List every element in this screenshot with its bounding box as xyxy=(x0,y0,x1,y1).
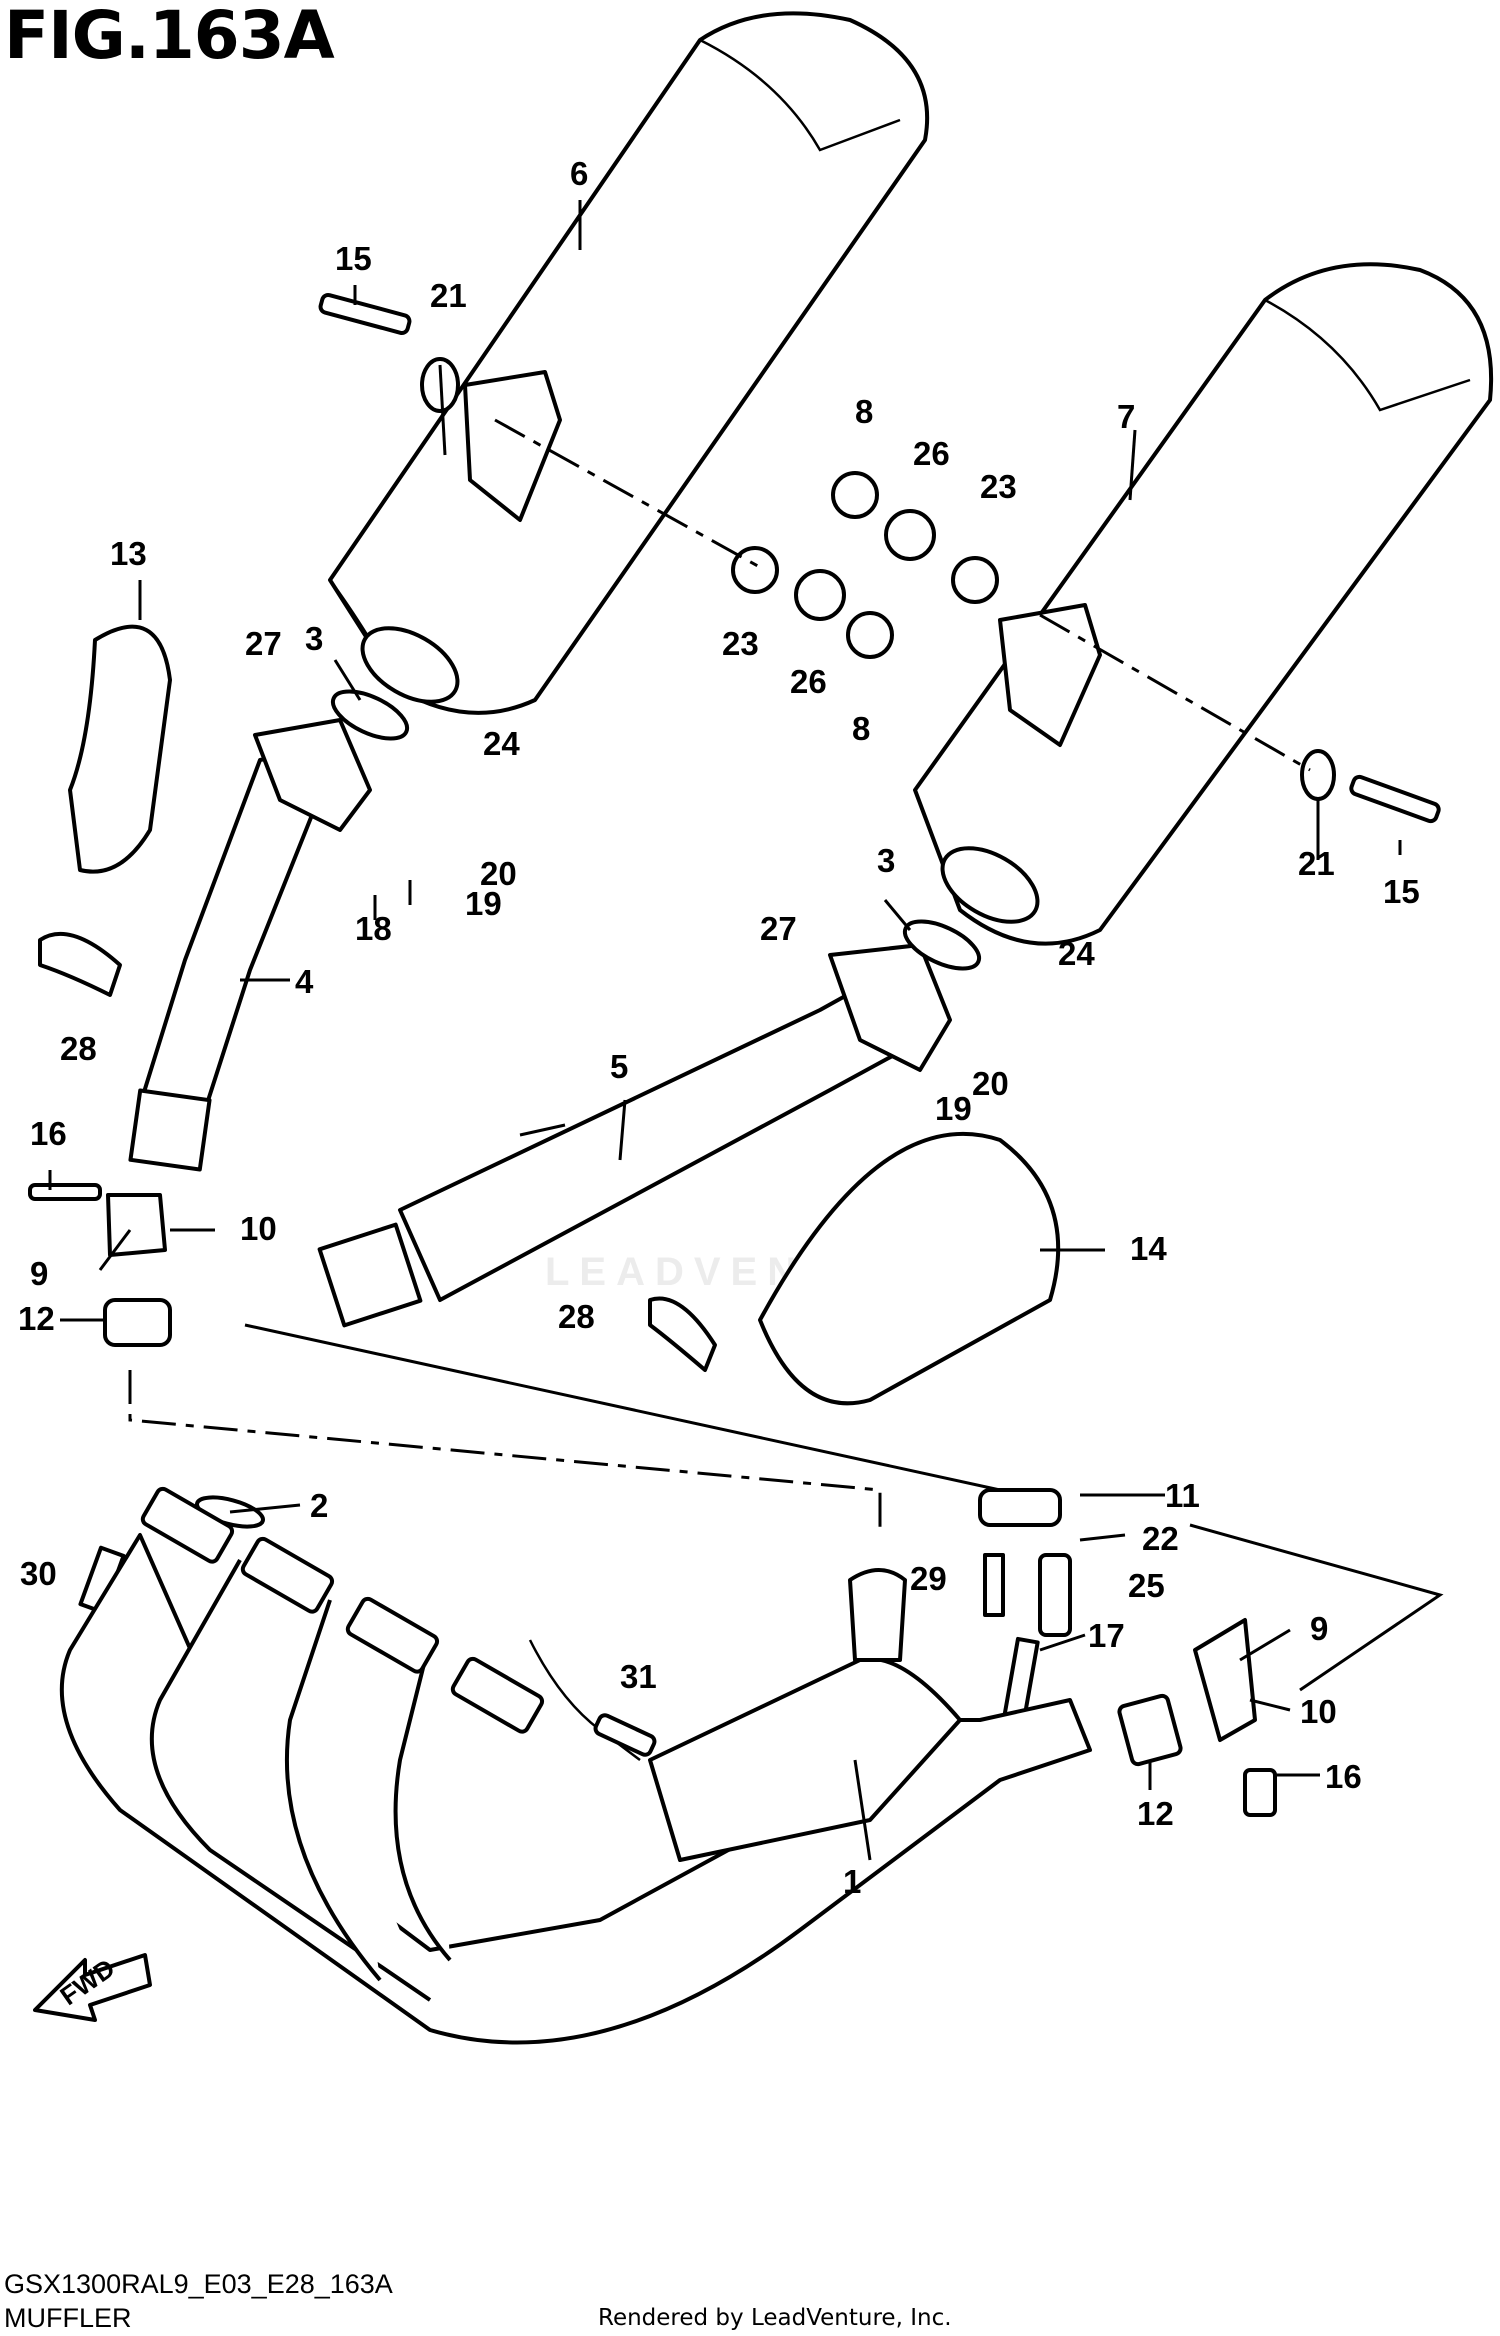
model-code: GSX1300RAL9_E03_E28_163A xyxy=(4,2269,393,2299)
bushing-23-a[interactable] xyxy=(731,546,779,594)
gasket-3-left[interactable] xyxy=(326,682,414,748)
section-name: MUFFLER xyxy=(4,2303,132,2333)
callout-19-upper: 19 xyxy=(465,885,502,922)
callout-8-top: 8 xyxy=(855,393,873,430)
heat-cover-14[interactable] xyxy=(758,1131,1061,1406)
callout-14: 14 xyxy=(1130,1230,1167,1267)
callout-24-upper: 24 xyxy=(483,725,520,762)
o2-sensor-31[interactable] xyxy=(593,1713,657,1757)
callout-10-right: 10 xyxy=(1300,1693,1337,1730)
gasket-3-right[interactable] xyxy=(898,912,986,978)
callout-12-left: 12 xyxy=(18,1300,55,1337)
connecting-pipe-5[interactable] xyxy=(317,943,952,1328)
bracket-11[interactable] xyxy=(978,1488,1062,1527)
callout-13: 13 xyxy=(110,535,147,572)
callout-26-top: 26 xyxy=(913,435,950,472)
callout-27-lower: 27 xyxy=(760,910,797,947)
callout-31: 31 xyxy=(620,1658,657,1695)
callout-7: 7 xyxy=(1117,398,1135,435)
callout-2: 2 xyxy=(310,1487,328,1524)
callout-4: 4 xyxy=(295,963,314,1000)
callout-labels: 1 2 3 3 4 5 6 7 8 8 9 9 10 10 11 12 12 1… xyxy=(18,155,1420,2011)
callout-16-left: 16 xyxy=(30,1115,67,1152)
bolt-29[interactable] xyxy=(983,1553,1005,1617)
callout-8-bottom: 8 xyxy=(852,710,870,747)
muffler-right[interactable] xyxy=(913,262,1494,946)
callout-30: 30 xyxy=(20,1555,57,1592)
callout-23-right: 23 xyxy=(980,468,1017,505)
bolt-15-lower[interactable] xyxy=(1349,774,1441,824)
forward-direction-arrow xyxy=(33,1953,152,2022)
callout-12-right: 12 xyxy=(1137,1795,1174,1832)
alignment-line xyxy=(128,1370,882,1530)
heat-cover-13[interactable] xyxy=(68,624,172,874)
callout-10-left: 10 xyxy=(240,1210,277,1247)
bushing-23-b[interactable] xyxy=(951,556,999,604)
callout-20-lower: 20 xyxy=(972,1065,1009,1102)
callout-leaders xyxy=(48,200,1402,1861)
connecting-pipe-4[interactable] xyxy=(128,718,372,1172)
render-credit: Rendered by LeadVenture, Inc. xyxy=(598,2305,952,2331)
exhaust-pipe-assembly[interactable] xyxy=(59,1486,1092,2045)
callout-16-right: 16 xyxy=(1325,1758,1362,1795)
alignment-line xyxy=(1039,613,1311,772)
callout-3-left: 3 xyxy=(305,620,323,657)
callout-28-left: 28 xyxy=(60,1030,97,1067)
bolt-16-left[interactable] xyxy=(28,1183,102,1201)
callout-9-left: 9 xyxy=(30,1255,48,1292)
rubber-25[interactable] xyxy=(1038,1553,1072,1637)
bolt-15-upper[interactable] xyxy=(318,293,412,335)
callout-18: 18 xyxy=(355,910,392,947)
callout-27-upper: 27 xyxy=(245,625,282,662)
callout-19-lower: 19 xyxy=(935,1090,972,1127)
sleeve-12-left[interactable] xyxy=(103,1298,172,1347)
clamp-28-right[interactable] xyxy=(648,1296,717,1372)
callout-15-top: 15 xyxy=(335,240,372,277)
callout-5: 5 xyxy=(610,1048,628,1085)
alignment-line xyxy=(244,1323,1001,1492)
callout-26-bottom: 26 xyxy=(790,663,827,700)
callout-29: 29 xyxy=(910,1560,947,1597)
callout-17: 17 xyxy=(1088,1617,1125,1654)
callout-11: 11 xyxy=(1165,1477,1200,1514)
callout-1: 1 xyxy=(843,1863,861,1900)
collar-8-b[interactable] xyxy=(831,471,879,519)
callout-3-right: 3 xyxy=(877,842,895,879)
callout-28-right: 28 xyxy=(558,1298,595,1335)
callout-21-bottom: 21 xyxy=(1298,845,1335,882)
alignment-line xyxy=(494,418,766,572)
clamp-28-left[interactable] xyxy=(38,931,122,997)
alignment-line xyxy=(1189,1523,1444,1692)
callout-25: 25 xyxy=(1128,1567,1165,1604)
callout-6: 6 xyxy=(570,155,588,192)
callout-9-right: 9 xyxy=(1310,1610,1328,1647)
callout-23-left: 23 xyxy=(722,625,759,662)
sleeve-12-right[interactable] xyxy=(1117,1693,1183,1767)
collar-8-a[interactable] xyxy=(846,611,894,659)
grommet-26-b[interactable] xyxy=(884,509,936,561)
callout-20-upper: 20 xyxy=(480,855,517,892)
figure-title: FIG.163A xyxy=(4,0,335,74)
grommet-26-a[interactable] xyxy=(794,569,846,621)
callout-15-bottom: 15 xyxy=(1383,873,1420,910)
callout-22: 22 xyxy=(1142,1520,1179,1557)
bolt-16-right[interactable] xyxy=(1243,1768,1277,1817)
washer-21-lower[interactable] xyxy=(1300,749,1336,801)
callout-21-top: 21 xyxy=(430,277,467,314)
clamp-10-right[interactable] xyxy=(1193,1618,1257,1742)
callout-24-lower: 24 xyxy=(1058,935,1095,972)
muffler-left[interactable] xyxy=(328,11,930,717)
